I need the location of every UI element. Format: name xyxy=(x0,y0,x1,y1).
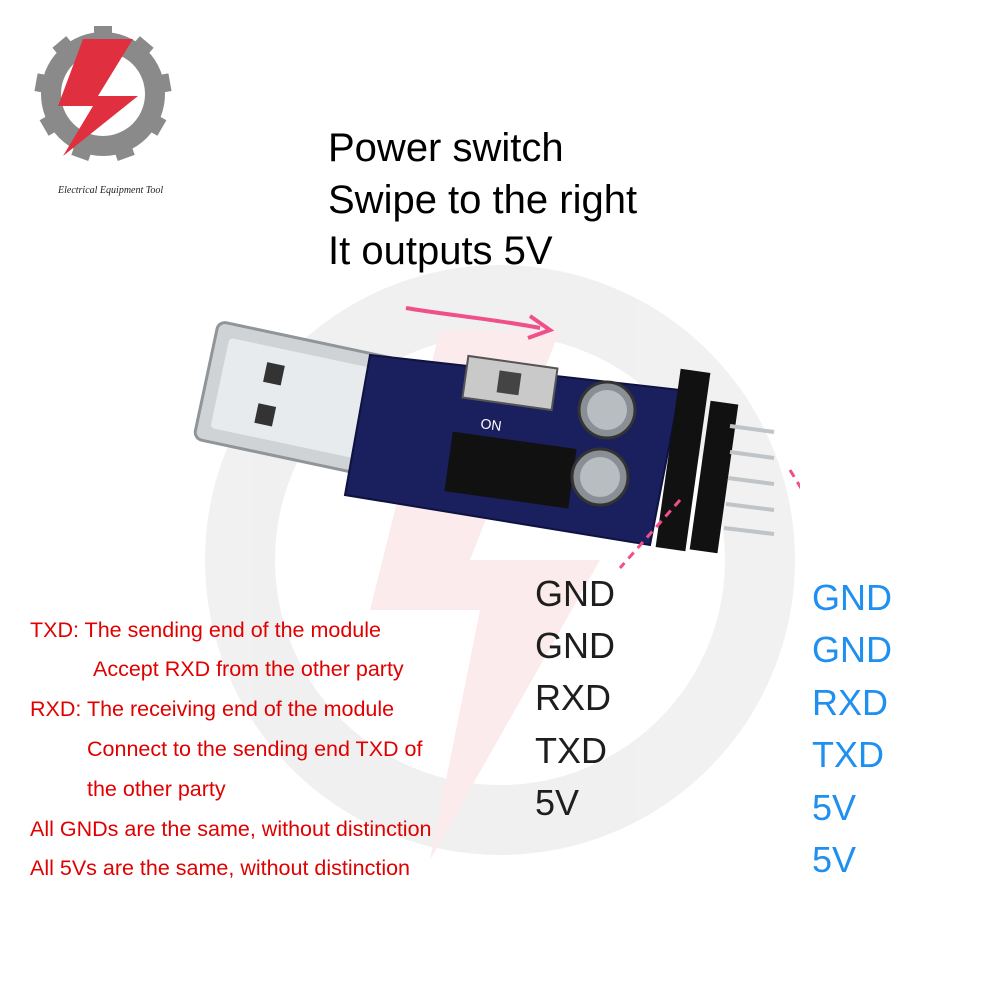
heading-line-1: Power switch xyxy=(328,126,564,170)
switch-label: ON xyxy=(480,415,503,434)
brand-logo: Electrical Equipment Tool xyxy=(18,22,188,196)
note-gnd: All GNDs are the same, without distincti… xyxy=(30,817,432,841)
pin-label-right: GND xyxy=(812,629,892,670)
pin-label-right: RXD xyxy=(812,682,889,723)
pin-label-left: 5V xyxy=(535,782,580,823)
pin-label-right: 5V xyxy=(812,839,857,880)
heading-line-2: Swipe to the right xyxy=(328,178,638,222)
pin-label-left: TXD xyxy=(535,730,607,771)
usb-ttl-module-illustration: ON xyxy=(193,321,800,569)
note-rxd: RXD: The receiving end of the module xyxy=(30,697,395,721)
note-txd-detail: Accept RXD from the other party xyxy=(93,657,404,681)
pin-label-right: TXD xyxy=(812,734,884,775)
note-txd: TXD: The sending end of the module xyxy=(30,618,381,642)
pin-label-right: 5V xyxy=(812,787,857,828)
note-rxd-detail: Connect to the sending end TXD of xyxy=(87,737,423,761)
heading-line-3: It outputs 5V xyxy=(328,229,553,273)
pin-label-left: RXD xyxy=(535,677,612,718)
gear-lightning-icon xyxy=(34,26,172,161)
note-rxd-detail-2: the other party xyxy=(87,777,226,801)
pin-label-left: GND xyxy=(535,625,615,666)
swipe-arrow-icon xyxy=(405,306,555,340)
logo-caption: Electrical Equipment Tool xyxy=(58,185,164,196)
pin-label-left: GND xyxy=(535,573,615,614)
pin-label-right: GND xyxy=(812,577,892,618)
note-5v: All 5Vs are the same, without distinctio… xyxy=(30,856,411,880)
